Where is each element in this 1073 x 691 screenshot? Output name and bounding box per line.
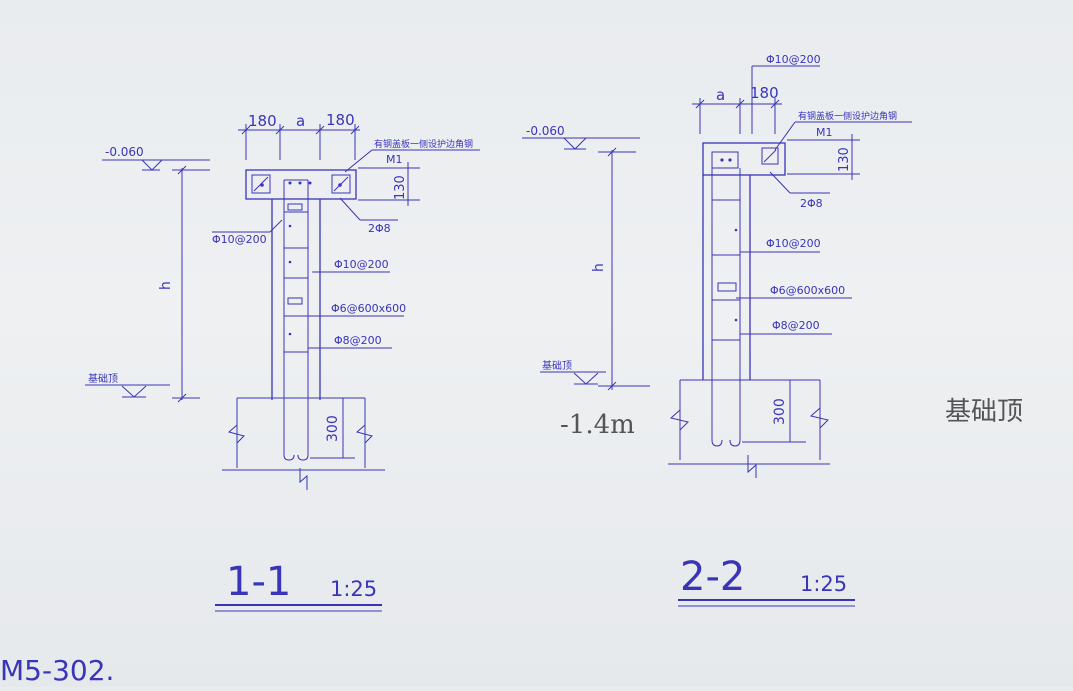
bar-vert: Φ8@200 bbox=[334, 334, 382, 347]
m1-label: M1 bbox=[386, 153, 403, 166]
dim-130-2: 130 bbox=[837, 147, 852, 172]
section-title-1: 1-1 bbox=[226, 559, 291, 605]
m1-label-2: M1 bbox=[816, 126, 833, 139]
bar-top: Φ10@200 bbox=[766, 53, 821, 66]
height-label-2: h bbox=[591, 263, 607, 272]
note-top: 有钢盖板一侧设护边角钢 bbox=[374, 138, 473, 150]
level-bottom: 基础顶 bbox=[88, 372, 118, 385]
bar-2phi8-2: 2Φ8 bbox=[800, 197, 823, 210]
note-top-2: 有钢盖板一侧设护边角钢 bbox=[798, 110, 897, 122]
bar-tie-2: Φ6@600x600 bbox=[770, 284, 845, 297]
drawing-ref: M5-302. bbox=[0, 654, 114, 687]
handwritten-note: 基础顶 bbox=[945, 397, 1023, 427]
level-bottom-2: 基础顶 bbox=[542, 359, 572, 372]
dim-a-2: a bbox=[716, 86, 725, 104]
dim-180-2: 180 bbox=[750, 84, 779, 102]
dim-300-2: 300 bbox=[772, 398, 788, 425]
bar-tie: Φ6@600x600 bbox=[331, 302, 406, 315]
scale-1: 1:25 bbox=[330, 577, 377, 601]
level-top: -0.060 bbox=[105, 145, 144, 159]
dim-300: 300 bbox=[325, 415, 341, 442]
bar-stirrup-left: Φ10@200 bbox=[212, 233, 267, 246]
dim-180-left: 180 bbox=[248, 112, 277, 130]
height-label: h bbox=[158, 281, 174, 290]
scale-2: 1:25 bbox=[800, 572, 847, 596]
section-1-1: 180 a 180 -0.060 h 基础顶 bbox=[85, 111, 480, 612]
dim-180-right: 180 bbox=[326, 111, 355, 129]
bar-vert-2: Φ8@200 bbox=[772, 319, 820, 332]
bar-stirrup-2: Φ10@200 bbox=[766, 237, 821, 250]
level-top-2: -0.060 bbox=[526, 124, 565, 138]
section-2-2: Φ10@200 a 180 -0.060 h 基础顶 bbox=[522, 53, 912, 607]
bar-2phi8: 2Φ8 bbox=[368, 222, 391, 235]
dim-a: a bbox=[296, 112, 305, 130]
bar-stirrup: Φ10@200 bbox=[334, 258, 389, 271]
handwritten-depth: -1.4m bbox=[560, 410, 635, 440]
section-title-2: 2-2 bbox=[680, 554, 745, 600]
dim-130: 130 bbox=[393, 175, 408, 200]
